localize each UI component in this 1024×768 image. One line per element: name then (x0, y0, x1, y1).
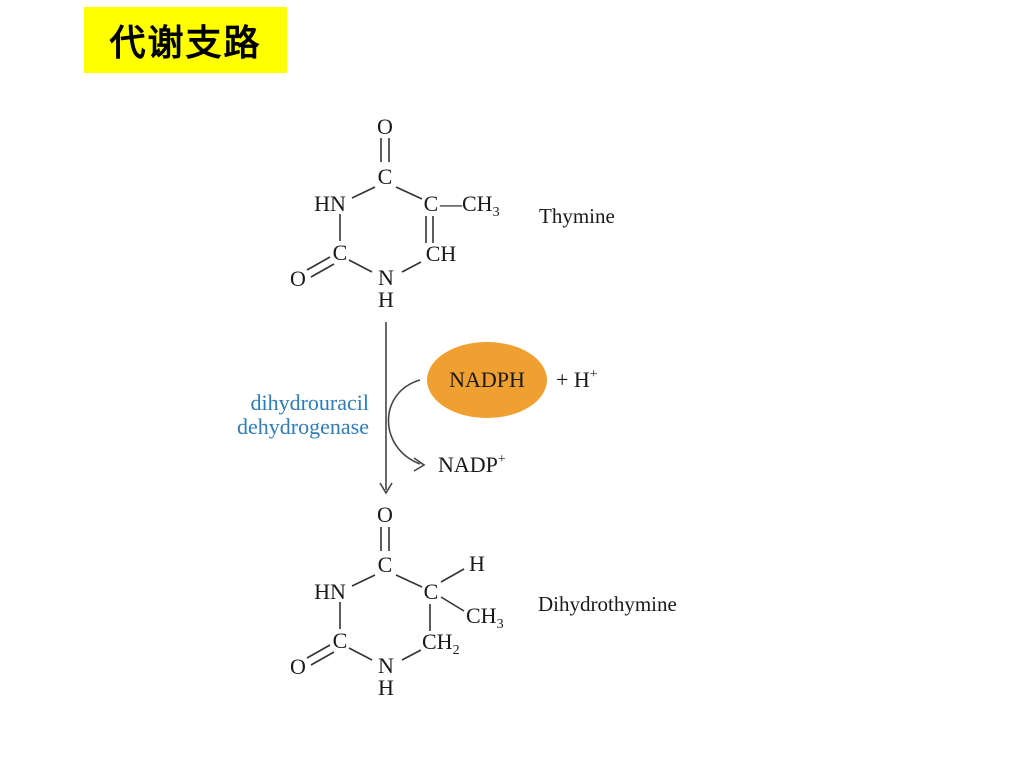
atom-hn: HN (314, 579, 346, 604)
atom-c4: C (378, 164, 393, 189)
cofactor-in: NADPH + H+ (427, 342, 598, 418)
atom-o-top: O (377, 114, 393, 139)
bond-c2-n1 (348, 259, 373, 273)
bond-n1-c6 (401, 261, 422, 273)
atom-ch3: CH3 (466, 603, 504, 632)
product-name: Dihydrothymine (538, 592, 677, 616)
bond-c5-ch3 (440, 596, 465, 612)
enzyme-label: dihydrouracil dehydrogenase (237, 390, 369, 439)
atom-n1: N (378, 265, 394, 290)
atom-c2: C (333, 628, 348, 653)
bond-c2-o-1 (306, 256, 331, 271)
atom-c2: C (333, 240, 348, 265)
cofactor-arrow-head (413, 457, 426, 472)
main-arrow-head (379, 482, 393, 495)
atom-ch2: CH2 (422, 629, 460, 658)
atom-hn: HN (314, 191, 346, 216)
bond-c5-h (440, 568, 465, 583)
atom-o-left: O (290, 654, 306, 679)
atom-o-top: O (377, 502, 393, 527)
atom-h: H (469, 551, 485, 576)
bond-c4-c5 (395, 186, 423, 200)
bond-n1-c6 (401, 649, 422, 661)
cofactor-out: NADP+ (438, 452, 506, 477)
reaction-arrow (379, 322, 426, 495)
substrate-name: Thymine (539, 204, 615, 228)
nadph-highlight (427, 342, 547, 418)
cofactor-curve (387, 379, 421, 465)
atom-n1: N (378, 653, 394, 678)
atom-c5: C (424, 191, 439, 216)
bond-c2-n1 (348, 647, 373, 661)
atom-c4: C (378, 552, 393, 577)
bond-c2-o-1 (306, 644, 331, 659)
atom-h1: H (378, 287, 394, 312)
title-banner: 代谢支路 (84, 7, 287, 73)
bond-c4-c5 (395, 574, 423, 588)
thymine-structure: O C HN C —CH3 C O N H CH Thymine (290, 114, 615, 312)
atom-o-left: O (290, 266, 306, 291)
bond-c4-n3 (351, 186, 376, 199)
bond-c2-o-2 (310, 263, 335, 278)
atom-ch: CH (426, 241, 457, 266)
dihydrothymine-structure: O C HN C H CH3 C O N H CH2 Dihydrothymin… (290, 502, 677, 700)
bond-c2-o-2 (310, 651, 335, 666)
nadph-label: NADPH (449, 367, 525, 392)
enzyme-line-1: dihydrouracil (250, 390, 369, 415)
atom-c5: C (424, 579, 439, 604)
bond-c4-n3 (351, 574, 376, 587)
atom-h1: H (378, 675, 394, 700)
proton-label: + H+ (556, 367, 598, 392)
page-title: 代谢支路 (109, 22, 262, 64)
nadp-label: NADP+ (438, 452, 506, 477)
enzyme-line-2: dehydrogenase (237, 414, 369, 439)
atom-ch3: —CH3 (439, 191, 500, 220)
